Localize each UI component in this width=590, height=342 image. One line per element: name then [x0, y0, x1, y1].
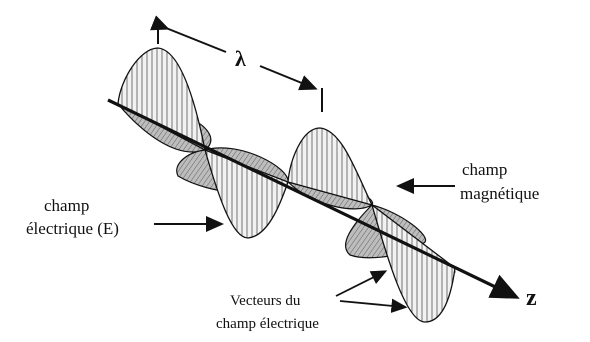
vectors-label-line1: Vecteurs du [230, 293, 301, 309]
electric-lobe [370, 203, 456, 323]
electric-field-label-line1: champ [44, 196, 89, 215]
electric-lobe [204, 148, 289, 239]
wavelength-label: λ [235, 46, 246, 71]
wavelength-marker [150, 15, 323, 112]
propagation-axis [107, 98, 520, 299]
magnetic-field-label-line2: magnétique [460, 184, 539, 203]
electric-lobe [117, 47, 206, 152]
vectors-pointer [335, 270, 388, 297]
axis-label: z [526, 285, 537, 311]
electric-lobe [287, 127, 374, 207]
electric-field-wave [117, 47, 456, 323]
vectors-label-line2: champ électrique [216, 316, 319, 332]
electric-field-label-line2: électrique (E) [26, 219, 119, 238]
magnetic-field-label-line1: champ [462, 160, 507, 179]
vectors-pointer [339, 298, 408, 313]
